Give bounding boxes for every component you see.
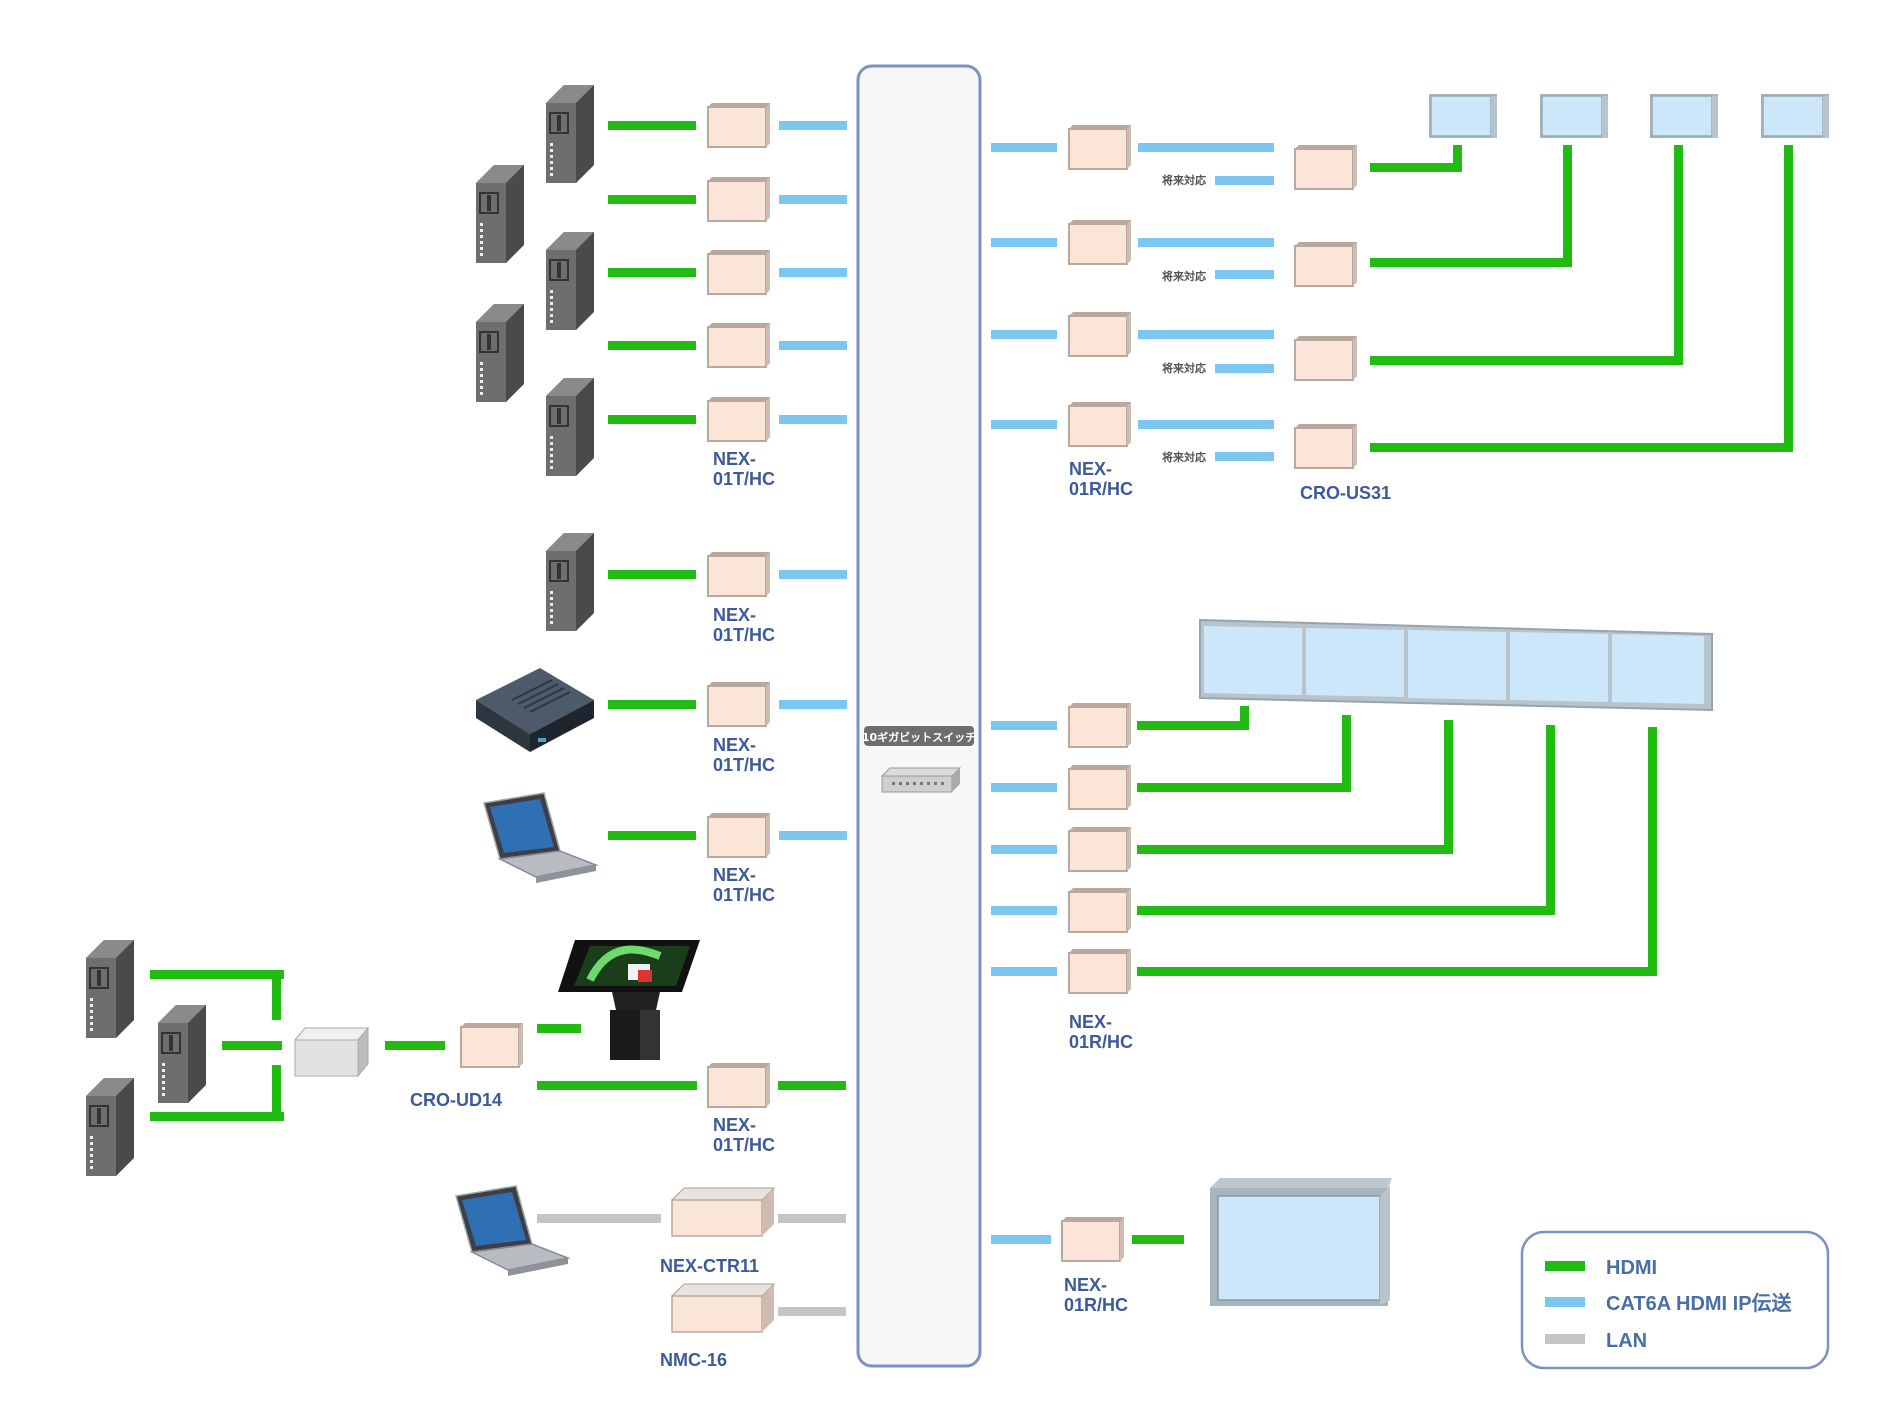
nex-ctr11-label: NEX-CTR11 bbox=[660, 1256, 759, 1276]
video-wall-icon bbox=[1199, 618, 1713, 712]
receiver-box bbox=[1068, 948, 1132, 994]
tower-pc-icon bbox=[545, 377, 595, 477]
svg-text:01R/HC: 01R/HC bbox=[1069, 1032, 1133, 1052]
cro-us31-box bbox=[1294, 423, 1358, 469]
network-switch-frame: 10ギガビットスイッチ bbox=[856, 64, 982, 1368]
source-devices bbox=[85, 84, 776, 1333]
svg-text:01T/HC: 01T/HC bbox=[713, 469, 775, 489]
cable-lines bbox=[150, 121, 1793, 1316]
cro-us31-box bbox=[1294, 335, 1358, 381]
nex-01r-label: NEX-01R/HC bbox=[1069, 1012, 1133, 1052]
svg-text:NEX-: NEX- bbox=[713, 735, 756, 755]
touch-table-icon bbox=[558, 940, 700, 1060]
svg-text:NEX-: NEX- bbox=[1069, 1012, 1112, 1032]
legend-label-hdmi: HDMI bbox=[1606, 1257, 1657, 1279]
monitor-icon bbox=[1428, 93, 1498, 139]
transmitter-box bbox=[707, 176, 771, 222]
tower-pc-icon bbox=[545, 231, 595, 331]
transmitter-box bbox=[707, 1062, 771, 1108]
svg-text:01R/HC: 01R/HC bbox=[1064, 1295, 1128, 1315]
monitor-icon bbox=[1649, 93, 1719, 139]
legend-label-lan: LAN bbox=[1606, 1330, 1647, 1352]
svg-text:01T/HC: 01T/HC bbox=[713, 885, 775, 905]
nex-01t-label: NEX-01T/HC bbox=[713, 449, 775, 489]
nex-01t-label: NEX-01T/HC bbox=[713, 735, 775, 775]
nex-01r-label: NEX-01R/HC bbox=[1069, 459, 1133, 499]
transmitter-box bbox=[707, 681, 771, 727]
legend-swatch-lan bbox=[1545, 1334, 1585, 1344]
transmitter-box bbox=[707, 249, 771, 295]
legend-swatch-cat6a bbox=[1545, 1297, 1585, 1307]
svg-text:NEX-: NEX- bbox=[1064, 1275, 1107, 1295]
future-support-label: 将来対応 bbox=[1162, 450, 1206, 464]
tower-pc-icon bbox=[475, 303, 525, 403]
nex-01r-label: NEX-01R/HC bbox=[1064, 1275, 1128, 1315]
cro-us31-box bbox=[1294, 144, 1358, 190]
tower-pc-icon bbox=[157, 1004, 207, 1104]
transmitter-box bbox=[707, 396, 771, 442]
monitor-icon bbox=[1539, 93, 1609, 139]
nex-01t-label: NEX-01T/HC bbox=[713, 605, 775, 645]
transmitter-box bbox=[707, 812, 771, 858]
svg-text:NEX-: NEX- bbox=[713, 449, 756, 469]
tower-pc-icon bbox=[545, 84, 595, 184]
future-support-label: 将来対応 bbox=[1162, 173, 1206, 187]
svg-text:01T/HC: 01T/HC bbox=[713, 755, 775, 775]
cro-us31-box bbox=[1294, 241, 1358, 287]
receiver-box bbox=[1068, 311, 1132, 357]
cro-ud14-label: CRO-UD14 bbox=[410, 1090, 502, 1110]
network-switch-icon bbox=[880, 767, 962, 793]
legend-label-cat6a: CAT6A HDMI IP伝送 bbox=[1606, 1291, 1793, 1315]
receiver-box bbox=[1068, 702, 1132, 748]
legend: HDMI CAT6A HDMI IP伝送 LAN bbox=[1520, 1230, 1830, 1370]
displays bbox=[1199, 93, 1830, 1306]
receiver-box bbox=[1068, 764, 1132, 810]
transmitter-box bbox=[707, 322, 771, 368]
future-support-label: 将来対応 bbox=[1162, 269, 1206, 283]
svg-text:01T/HC: 01T/HC bbox=[713, 625, 775, 645]
receiver-box bbox=[1068, 826, 1132, 872]
receiver-box bbox=[1068, 124, 1132, 170]
set-top-box-icon bbox=[476, 668, 594, 752]
nmc16-label: NMC-16 bbox=[660, 1350, 727, 1370]
tower-pc-icon bbox=[475, 164, 525, 264]
laptop-icon bbox=[455, 1185, 569, 1277]
svg-text:01T/HC: 01T/HC bbox=[713, 1135, 775, 1155]
nex-ctr11-device bbox=[670, 1187, 776, 1237]
large-display-icon bbox=[1210, 1178, 1392, 1306]
svg-text:NEX-: NEX- bbox=[713, 865, 756, 885]
nex-01t-label: NEX-01T/HC bbox=[713, 1115, 775, 1155]
future-support-label: 将来対応 bbox=[1162, 361, 1206, 375]
nex-01t-label: NEX-01T/HC bbox=[713, 865, 775, 905]
cro-ud14-device bbox=[293, 1026, 370, 1078]
receiver-box bbox=[1068, 401, 1132, 447]
svg-text:NEX-: NEX- bbox=[713, 605, 756, 625]
tower-pc-icon bbox=[545, 532, 595, 632]
svg-text:NEX-: NEX- bbox=[1069, 459, 1112, 479]
transmitter-box bbox=[460, 1022, 524, 1068]
receiver-box bbox=[1068, 887, 1132, 933]
legend-swatch-hdmi bbox=[1545, 1261, 1585, 1271]
receiver-box bbox=[1068, 219, 1132, 265]
switch-label: 10ギガビットスイッチ bbox=[862, 730, 976, 744]
tower-pc-icon bbox=[85, 939, 135, 1039]
receiver-box bbox=[1061, 1216, 1125, 1262]
tower-pc-icon bbox=[85, 1077, 135, 1177]
device-labels: NEX-01T/HC NEX-01T/HC NEX-01T/HC NEX-01T… bbox=[410, 173, 1391, 1370]
cro-us31-label: CRO-US31 bbox=[1300, 483, 1391, 503]
nmc16-device bbox=[670, 1283, 776, 1333]
transmitter-box bbox=[707, 551, 771, 597]
laptop-icon bbox=[483, 792, 597, 884]
svg-text:NEX-: NEX- bbox=[713, 1115, 756, 1135]
transmitter-box bbox=[707, 102, 771, 148]
svg-text:01R/HC: 01R/HC bbox=[1069, 479, 1133, 499]
monitor-icon bbox=[1760, 93, 1830, 139]
